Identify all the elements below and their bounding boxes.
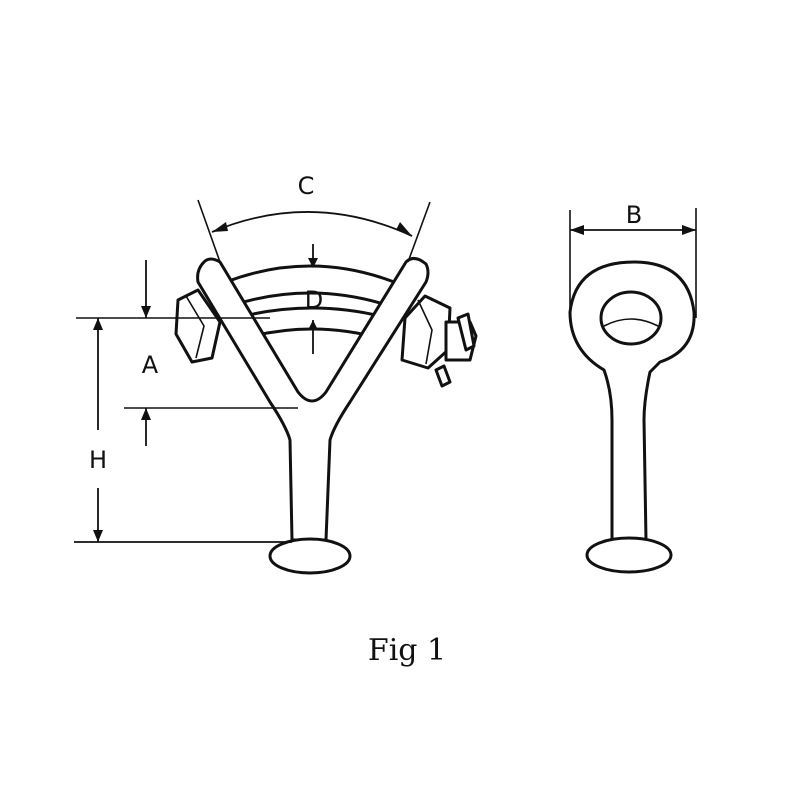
- dim-label-h: H: [89, 446, 107, 474]
- c-extension-right: [407, 201, 431, 263]
- ball-end-front: [268, 537, 352, 575]
- side-view: B: [568, 201, 697, 574]
- dim-label-b: B: [626, 201, 642, 229]
- bolt-nut-left: [174, 288, 222, 364]
- y-fork-body: [196, 257, 430, 542]
- c-dimension-arc: [211, 211, 413, 237]
- dim-label-d: D: [305, 286, 323, 314]
- front-view: C D A H: [74, 172, 478, 575]
- figure-caption: Fig 1: [368, 633, 446, 668]
- dim-label-a: A: [142, 351, 159, 379]
- side-view-eye: [599, 290, 663, 346]
- bolt-nut-right: [400, 294, 478, 388]
- c-extension-left: [197, 199, 221, 263]
- ball-end-side: [585, 536, 673, 574]
- dim-label-c: C: [298, 172, 315, 200]
